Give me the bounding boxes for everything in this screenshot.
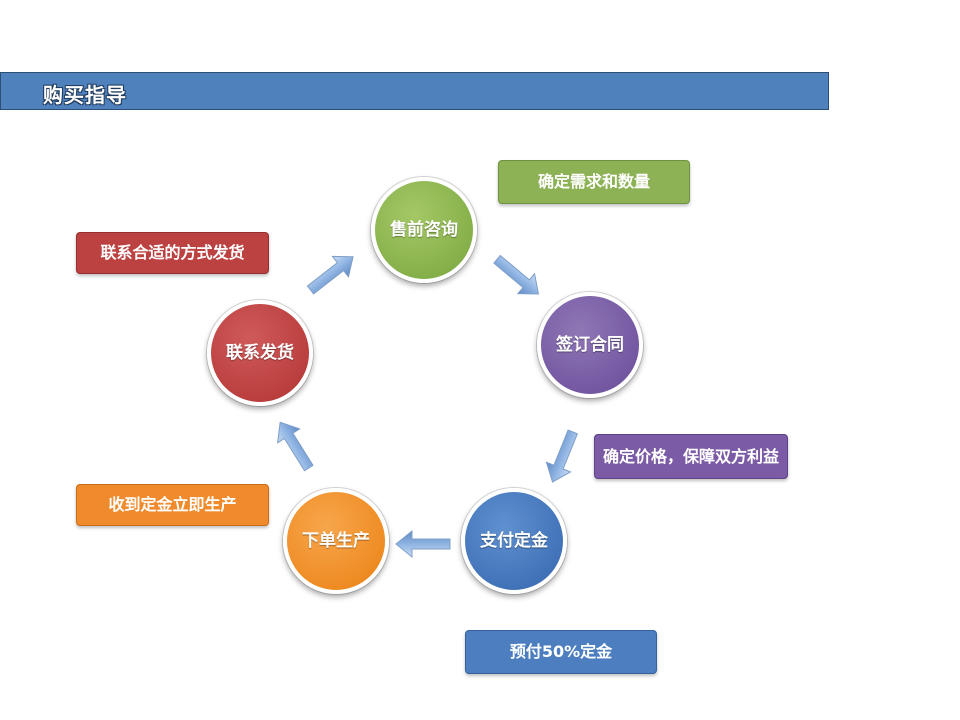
- arrow-consult-to-contract: [488, 248, 548, 305]
- page-title: 购买指导: [43, 83, 127, 107]
- header-bar: 购买指导: [0, 72, 829, 110]
- step-consultation: 售前咨询: [371, 177, 477, 283]
- note-production: 收到定金立即生产: [76, 484, 269, 526]
- step-label: 支付定金: [480, 531, 548, 551]
- step-deposit: 支付定金: [461, 488, 567, 594]
- note-contract: 确定价格，保障双方利益: [594, 434, 788, 479]
- step-contract: 签订合同: [537, 292, 643, 398]
- arrow-deposit-to-production: [395, 530, 451, 558]
- step-label: 签订合同: [556, 335, 624, 355]
- arrow-production-to-delivery: [268, 414, 321, 476]
- arrow-delivery-to-consult: [302, 246, 362, 301]
- step-label: 售前咨询: [390, 220, 458, 240]
- note-consultation: 确定需求和数量: [498, 160, 690, 204]
- arrow-contract-to-deposit: [539, 426, 586, 488]
- step-production: 下单生产: [283, 488, 389, 594]
- note-deposit: 预付50%定金: [465, 630, 657, 674]
- step-label: 联系发货: [226, 343, 294, 363]
- step-label: 下单生产: [302, 531, 370, 551]
- step-delivery: 联系发货: [207, 300, 313, 406]
- note-delivery: 联系合适的方式发货: [76, 232, 269, 274]
